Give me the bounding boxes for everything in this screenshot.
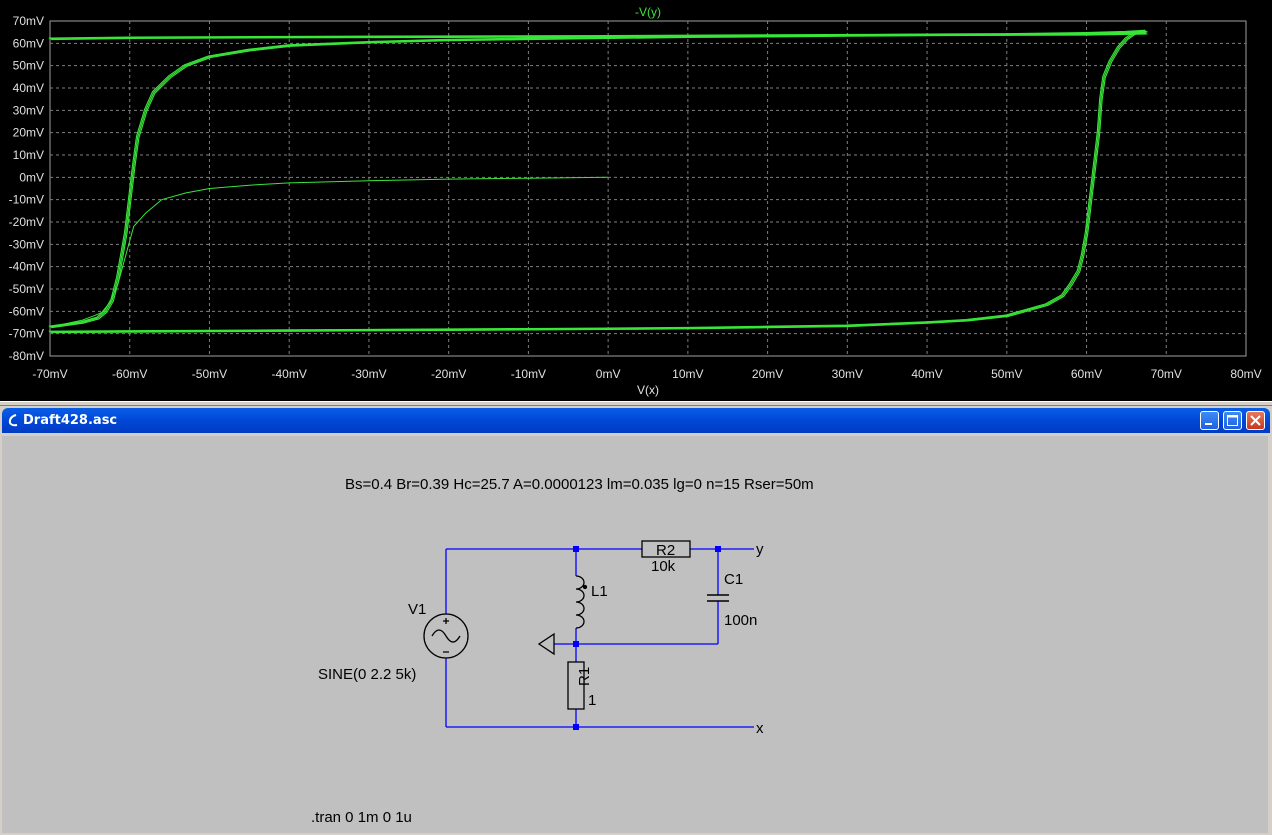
sine-icon: [431, 629, 461, 643]
l1-inductor[interactable]: [575, 575, 588, 629]
x-tick-label: -30mV: [351, 367, 386, 381]
net-x-label[interactable]: x: [756, 720, 764, 737]
y-tick-label: -80mV: [9, 349, 44, 363]
x-tick-label: -60mV: [112, 367, 147, 381]
y-tick-label: 30mV: [13, 103, 44, 117]
trace-line[interactable]: [48, 29, 1146, 332]
x-tick-label: 70mV: [1151, 367, 1182, 381]
y-tick-label: -70mV: [9, 327, 44, 341]
close-button[interactable]: [1246, 411, 1265, 430]
tran-directive[interactable]: .tran 0 1m 0 1u: [311, 809, 412, 826]
params-directive[interactable]: Bs=0.4 Br=0.39 Hc=25.7 A=0.0000123 lm=0.…: [345, 476, 814, 493]
x-tick-label: -40mV: [272, 367, 307, 381]
x-tick-label: 40mV: [911, 367, 942, 381]
ground-symbol[interactable]: [537, 632, 555, 656]
minimize-button[interactable]: [1200, 411, 1219, 430]
trace-line[interactable]: [48, 32, 1146, 39]
v1-voltage-source[interactable]: [423, 613, 469, 659]
x-tick-label: -20mV: [431, 367, 466, 381]
window-title: Draft428.asc: [23, 413, 118, 428]
wires[interactable]: [445, 548, 754, 728]
y-tick-label: 10mV: [13, 148, 44, 162]
trace-line[interactable]: [51, 33, 1148, 41]
waveform-plot-pane[interactable]: -70mV -60mV -50mV -40mV -30mV -20mV -10mV 0mV 10…: [0, 0, 1272, 403]
close-icon: [1250, 415, 1261, 426]
x-tick-label: 80mV: [1230, 367, 1261, 381]
window-titlebar[interactable]: Draft428.asc: [2, 408, 1270, 433]
y-tick-label: -30mV: [9, 237, 44, 251]
circuit-diagram[interactable]: V1 SINE(0 2.2 5k) L1 R2 10k C1 100n R1 1…: [2, 436, 1268, 833]
c1-name[interactable]: C1: [724, 571, 743, 588]
y-tick-label: -20mV: [9, 215, 44, 229]
trace-lines[interactable]: [48, 29, 1148, 334]
r1-name[interactable]: R1: [576, 667, 593, 686]
minimize-icon: [1205, 423, 1212, 425]
trace-line[interactable]: [49, 32, 1147, 40]
x-axis-ticks: -70mV -60mV -50mV -40mV -30mV -20mV -10mV 0mV 10…: [32, 367, 1261, 381]
y-axis-ticks: 70mV 60mV 50mV 40mV 30mV 20mV 10mV 0mV -10mV -20m…: [9, 14, 44, 363]
y-tick-label: 0mV: [19, 170, 44, 184]
y-tick-label: -60mV: [9, 304, 44, 318]
maximize-button[interactable]: [1223, 411, 1242, 430]
y-tick-label: 50mV: [13, 59, 44, 73]
trace-line[interactable]: [49, 176, 609, 328]
x-tick-label: -70mV: [32, 367, 67, 381]
waveform-plot[interactable]: -70mV -60mV -50mV -40mV -30mV -20mV -10mV 0mV 10…: [0, 0, 1272, 401]
trace-line[interactable]: [51, 31, 1148, 334]
x-axis-label: V(x): [637, 383, 659, 397]
y-tick-label: 70mV: [13, 14, 44, 28]
x-tick-label: 20mV: [752, 367, 783, 381]
r2-name[interactable]: R2: [656, 542, 675, 559]
v1-value[interactable]: SINE(0 2.2 5k): [318, 666, 416, 683]
y-tick-label: 40mV: [13, 81, 44, 95]
r1-resistor[interactable]: [567, 661, 585, 710]
ltspice-icon: [6, 413, 20, 427]
plot-area[interactable]: [49, 20, 1247, 357]
grid-lines: [50, 21, 1246, 356]
x-tick-label: 30mV: [832, 367, 863, 381]
y-tick-label: 60mV: [13, 36, 44, 50]
x-tick-label: 60mV: [1071, 367, 1102, 381]
y-tick-label: 20mV: [13, 126, 44, 140]
y-tick-label: -10mV: [9, 193, 44, 207]
c1-value[interactable]: 100n: [724, 612, 757, 629]
c1-capacitor[interactable]: [707, 594, 729, 602]
schematic-canvas[interactable]: Bs=0.4 Br=0.39 Hc=25.7 A=0.0000123 lm=0.…: [2, 436, 1268, 833]
x-tick-label: -10mV: [511, 367, 546, 381]
r1-value[interactable]: 1: [588, 692, 596, 709]
x-tick-label: -50mV: [192, 367, 227, 381]
x-tick-label: 50mV: [991, 367, 1022, 381]
y-tick-label: -50mV: [9, 282, 44, 296]
trace-line[interactable]: [49, 30, 1147, 333]
v1-name[interactable]: V1: [408, 601, 426, 618]
r2-resistor[interactable]: [641, 540, 691, 558]
x-tick-label: 0mV: [596, 367, 621, 381]
l1-name[interactable]: L1: [591, 583, 608, 600]
maximize-icon: [1227, 415, 1238, 426]
schematic-window[interactable]: Draft428.asc Bs=0.4 Br=0.39 Hc=25.7 A=0.…: [0, 406, 1272, 835]
trace-name-label[interactable]: -V(y): [635, 5, 661, 19]
pane-divider[interactable]: [0, 401, 1272, 406]
net-y-label[interactable]: y: [756, 541, 764, 558]
nodes: [573, 546, 721, 730]
y-tick-label: -40mV: [9, 260, 44, 274]
r2-value[interactable]: 10k: [651, 558, 676, 575]
x-tick-label: 10mV: [672, 367, 703, 381]
